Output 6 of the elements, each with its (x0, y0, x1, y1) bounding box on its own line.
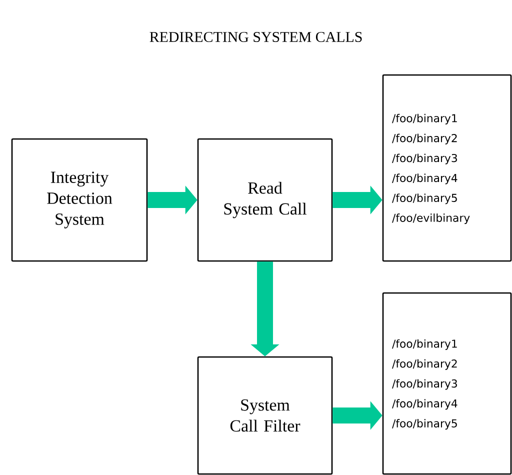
file-list-box: /foo/binary1 /foo/binary2 /foo/binary3 /foo/binary4 /foo/binary5 /foo/evilbinary (382, 74, 512, 262)
title: REDIRECTING SYSTEM CALLS (150, 32, 362, 42)
process-box: Integrity Detection System (11, 138, 148, 262)
file-list-box: /foo/binary1 /foo/binary2 /foo/binary3 /foo/binary4 /foo/binary5 (382, 292, 512, 475)
process-box: Read System Call (197, 138, 333, 262)
process-box: System Call Filter (197, 356, 333, 475)
